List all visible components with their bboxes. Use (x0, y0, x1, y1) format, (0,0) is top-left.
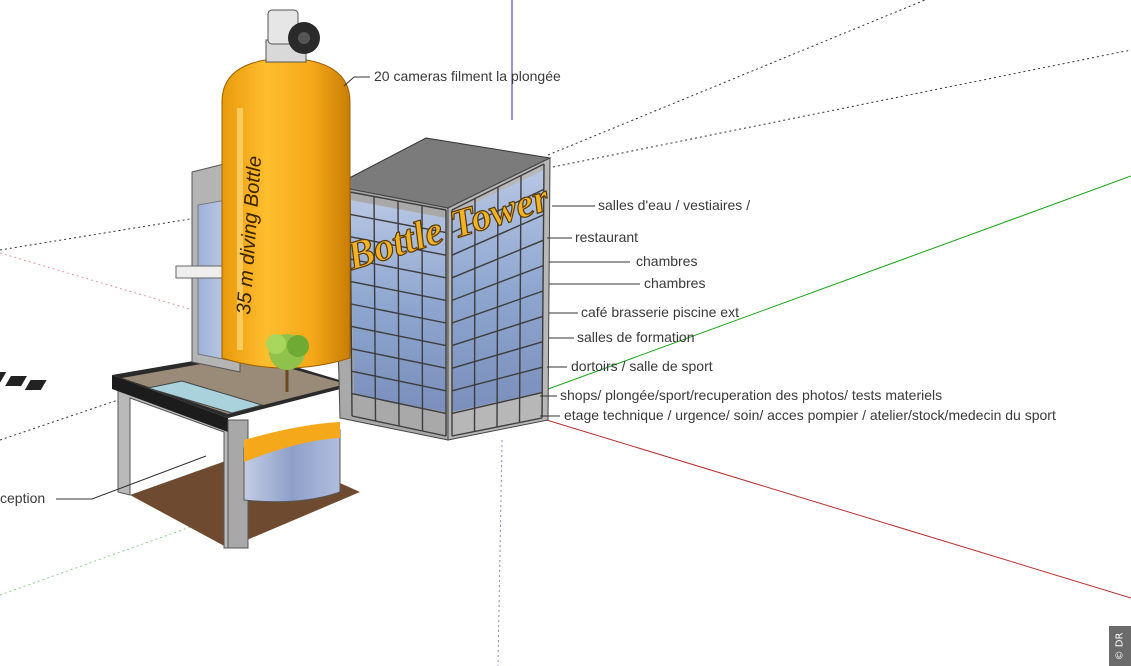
transom (451, 264, 544, 302)
credit-text: © DR (1114, 632, 1126, 660)
transom (350, 213, 447, 234)
transom (351, 370, 447, 392)
podium-deck (122, 356, 346, 414)
label-formation: salles de formation (577, 329, 695, 345)
guide-line (0, 217, 197, 251)
label-technique: etage technique / urgence/ soin/ acces p… (564, 407, 1056, 423)
label-restaurant: restaurant (575, 229, 639, 245)
transom (350, 280, 447, 302)
transom (451, 163, 545, 211)
podium-front (112, 375, 228, 432)
transom (351, 325, 447, 347)
transom (451, 391, 543, 415)
tree (266, 334, 309, 392)
axis-green-dashed (0, 519, 211, 596)
photo-credit: © DR (1109, 626, 1131, 666)
transom (451, 417, 543, 437)
leader-lines (56, 76, 640, 500)
balcony (175, 265, 225, 279)
diving-bottle-tank (221, 57, 351, 369)
transom (351, 348, 447, 369)
label-cameras: 20 cameras filment la plongée (374, 68, 561, 84)
transom (451, 341, 543, 369)
axis-red (539, 417, 1131, 599)
transom (451, 188, 545, 234)
transom (451, 366, 543, 392)
guide-line (547, 0, 926, 156)
transom (351, 415, 447, 437)
axis-green (539, 175, 1131, 393)
guide-line (547, 49, 1131, 169)
transom (349, 191, 447, 211)
transom (451, 315, 544, 347)
valve-knob-center (298, 32, 310, 44)
axis-blue-dashed (497, 439, 503, 666)
building-model[interactable]: Bottle Tower 35 m diving Bottle (0, 9, 555, 549)
transom (350, 258, 447, 279)
label-shops: shops/ plongée/sport/recuperation des ph… (560, 387, 943, 403)
axis-red-dashed (0, 252, 201, 313)
label-chambres-2: chambres (644, 275, 706, 291)
deck-chairs (0, 372, 47, 390)
label-cafe: café brasserie piscine ext (581, 304, 739, 320)
label-salles-eau: salles d'eau / vestiaires / (598, 197, 751, 213)
transom (451, 239, 544, 279)
guide-line (0, 399, 119, 441)
label-dortoirs: dortoirs / salle de sport (571, 358, 713, 374)
transom (351, 392, 447, 415)
drum-orange-band (244, 422, 340, 462)
tower-mullions (349, 163, 545, 437)
label-chambres-1: chambres (636, 253, 698, 269)
transom (350, 303, 447, 324)
label-reception: ception (0, 490, 46, 506)
transom (451, 290, 544, 324)
podium-pool (147, 380, 264, 414)
transom (350, 236, 447, 256)
transom (451, 214, 544, 256)
